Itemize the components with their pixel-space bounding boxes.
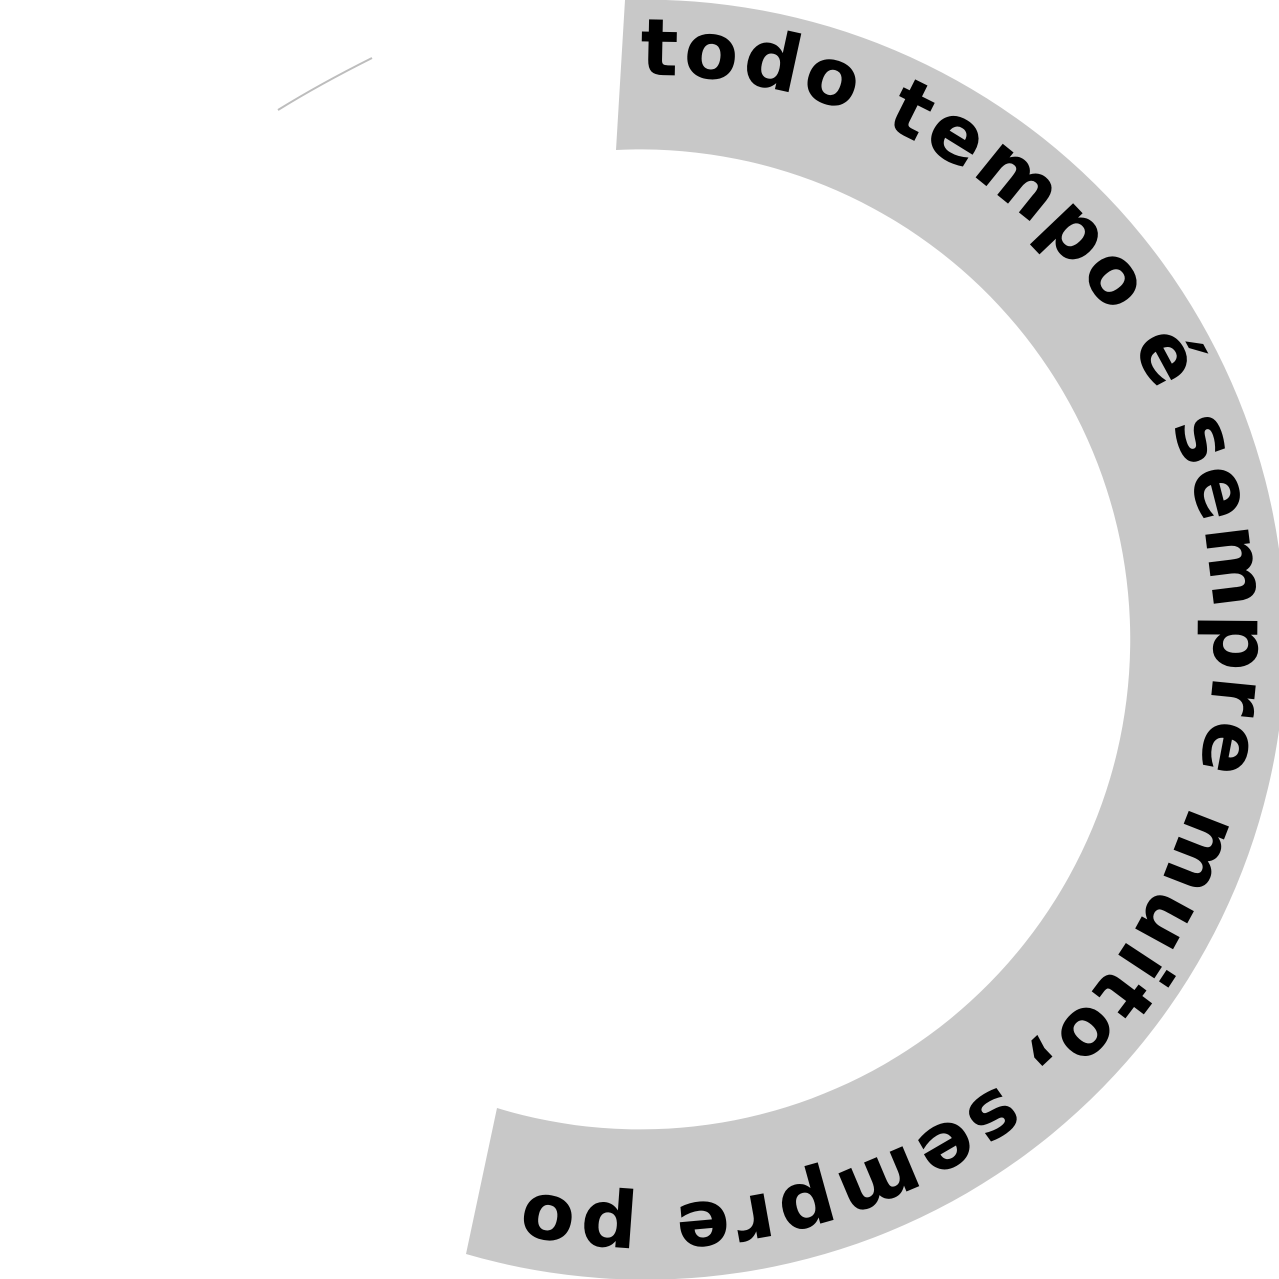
decorative-stroke	[277, 57, 373, 111]
arc-band	[466, 0, 1279, 1279]
